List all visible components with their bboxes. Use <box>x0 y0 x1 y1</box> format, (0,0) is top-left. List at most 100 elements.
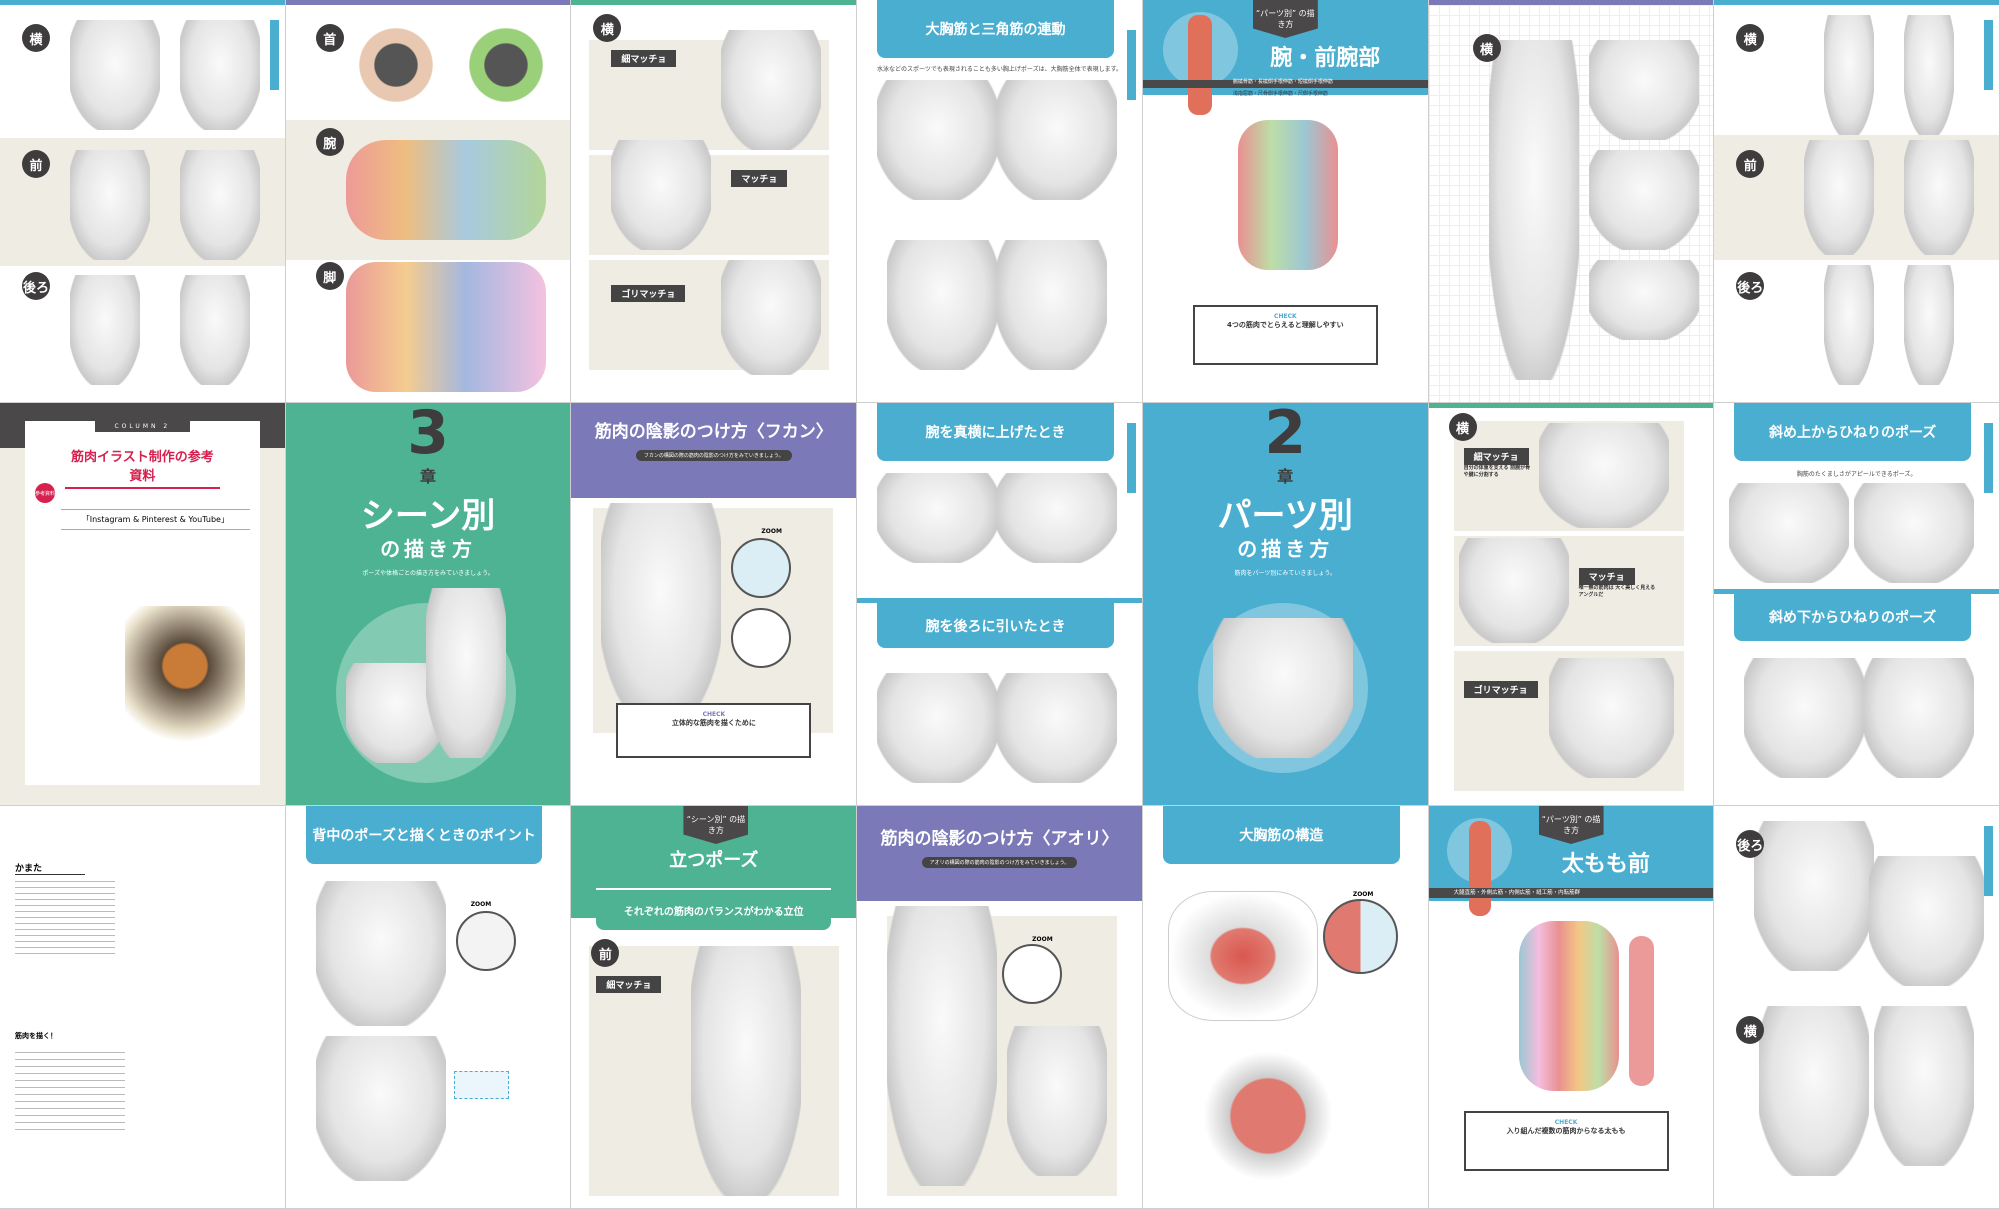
page-sitting-side[interactable]: 横 細マッチョ 自分の体重を支える 前腕が骨や腱に分割する マッチョ 唯一無の筋… <box>1428 403 1715 806</box>
view-badge: 横 <box>1472 34 1501 62</box>
page-standing-side[interactable]: 横 <box>1428 0 1715 403</box>
top-bar <box>1428 0 1714 5</box>
page-title: 筋肉の陰影のつけ方〈アオリ〉 <box>880 829 1119 849</box>
muscle-list: 腕橈骨筋・長橈側手根伸筋・短橈側手根伸筋 <box>1232 79 1333 85</box>
head-illustration <box>355 20 436 110</box>
page-forearm[interactable]: “パーツ別” の描き方 腕・前腕部 腕橈骨筋・長橈側手根伸筋・短橈側手根伸筋 浅… <box>1142 0 1429 403</box>
side-tab <box>1126 423 1136 493</box>
top-bar <box>0 0 285 5</box>
arm-muscle-illustration <box>345 140 546 240</box>
header-band: 筋肉の陰影のつけ方〈フカン〉 フカンの構図の際の筋肉の陰影のつけ方をみていきまし… <box>571 403 857 498</box>
column-title: 筋肉イラスト制作の参考資料 <box>65 446 220 489</box>
anatomy-figure <box>1187 15 1212 115</box>
reference-badge: 参考資料 <box>35 483 55 503</box>
divider-bar <box>1714 589 1999 594</box>
crouching-figure <box>1007 1026 1108 1176</box>
chest-illustration <box>997 240 1108 370</box>
build-label: ゴリマッチョ <box>1463 681 1538 698</box>
view-badge: 横 <box>22 24 50 52</box>
standing-figure <box>887 906 998 1186</box>
page-twist-poses[interactable]: 斜め上からひねりのポーズ 胸筋のたくましさがアピールできるポーズ。 斜め下からひ… <box>1714 403 2000 806</box>
build-label: 細マッチョ <box>596 976 662 993</box>
divider-bar <box>857 598 1142 603</box>
side-torso-illustration <box>1759 1006 1870 1176</box>
zoom-label: ZOOM <box>1352 891 1374 898</box>
page-standing-pose[interactable]: “シーン別” の描き方 立つポーズ それぞれの筋肉のバランスがわかる立位 前 細… <box>571 806 858 1209</box>
torso-illustration <box>1854 483 1975 583</box>
page-arm-views[interactable]: 横 前 後ろ <box>0 0 286 403</box>
forearm-illustration <box>1824 15 1875 135</box>
arm-illustration <box>180 150 260 260</box>
flexing-figure <box>425 588 506 758</box>
lead-text: 胸筋のたくましさがアピールできるポーズ。 <box>1796 471 1917 478</box>
check-box: CHECK 入り組んだ複数の筋肉からなる太もも <box>1463 1111 1669 1171</box>
view-badge: 前 <box>1736 150 1765 178</box>
page-arm-raise[interactable]: 腕を真横に上げたとき 腕を後ろに引いたとき <box>857 403 1143 806</box>
side-tab <box>1984 20 1993 90</box>
part-badge: 腕 <box>315 128 344 156</box>
page-back-poses[interactable]: 背中のポーズと描くときのポイント ZOOM <box>285 806 572 1209</box>
page-column-references[interactable]: COLUMN 2 筋肉イラスト制作の参考資料 参考資料 「Instagram &… <box>0 403 286 806</box>
build-label: マッチョ <box>1578 568 1635 585</box>
check-text: 4つの筋肉でとらえると理解しやすい <box>1227 321 1344 329</box>
page-pec-structure[interactable]: 大胸筋の構造 ZOOM <box>1142 806 1429 1209</box>
page-title: 太もも前 <box>1561 852 1650 877</box>
stripe <box>1142 80 1428 88</box>
page-title: 背中のポーズと描くときのポイント <box>305 806 543 864</box>
chapter-subtitle: の描き方 <box>1237 537 1334 561</box>
page-pec-deltoid[interactable]: 大胸筋と三角筋の連動 水泳などのスポーツでも表現されることも多い胸上げポーズは、… <box>857 0 1143 403</box>
standing-figure <box>1488 40 1579 380</box>
sitting-figure <box>1538 423 1669 528</box>
neck-illustration <box>465 20 546 110</box>
check-text: 入り組んだ複数の筋肉からなる太もも <box>1506 1127 1626 1135</box>
page-forearm-views[interactable]: 横 前 後ろ <box>1714 0 2000 403</box>
top-bar <box>285 0 571 5</box>
page-title: 筋肉の陰影のつけ方〈フカン〉 <box>594 422 833 442</box>
part-badge: 脚 <box>315 262 344 290</box>
page-shading-aori[interactable]: 筋肉の陰影のつけ方〈アオリ〉 アオリの構図の際の筋肉の陰影のつけ方をみていきまし… <box>857 806 1143 1209</box>
page-body-parts-index[interactable]: 首 腕 脚 <box>285 0 572 403</box>
back-illustration <box>877 673 998 783</box>
forearm-illustration <box>1824 265 1875 385</box>
muscle-list: 大腿直筋・外側広筋・内側広筋・縫工筋・内転筋群 <box>1453 890 1581 896</box>
chapter-subtitle: の描き方 <box>380 537 477 561</box>
back-illustration <box>1754 821 1875 971</box>
standing-figure <box>691 946 802 1196</box>
chapter-title: シーン別 <box>360 496 496 536</box>
view-badge: 前 <box>22 150 50 178</box>
section-title: 腕を後ろに引いたとき <box>877 603 1114 648</box>
forearm-illustration <box>1904 265 1955 385</box>
build-label: ゴリマッチョ <box>611 285 686 302</box>
page-back-side-views[interactable]: 後ろ 横 <box>1714 806 2000 1209</box>
book-title: 筋肉を描く！ <box>15 1032 57 1040</box>
author-bio <box>15 876 115 956</box>
chapter-lead: 筋肉をパーツ別にみていきましょう。 <box>1234 570 1336 577</box>
thigh-muscle-illustration <box>1518 921 1619 1091</box>
page-chapter-3[interactable]: 3 章 シーン別 の描き方 ポーズや体格ごとの描き方をみていきましょう。 <box>285 403 572 806</box>
part-badge: 首 <box>315 24 344 52</box>
page-title: 立つポーズ <box>669 850 759 871</box>
side-tab <box>1984 826 1993 896</box>
build-label: 細マッチョ <box>1463 448 1529 465</box>
page-title: 腕・前腕部 <box>1270 46 1381 71</box>
page-shading-fukan[interactable]: 筋肉の陰影のつけ方〈フカン〉 フカンの構図の際の筋肉の陰影のつけ方をみていきまし… <box>571 403 858 806</box>
check-box: CHECK 4つの筋肉でとらえると理解しやすい <box>1192 305 1378 365</box>
sitting-figure <box>611 140 712 250</box>
arm-illustration <box>180 20 260 130</box>
lead-text: 水泳などのスポーツでも表現されることも多い胸上げポーズは、大胸筋全体で表現します… <box>877 66 1122 73</box>
page-colophon[interactable]: かまた 筋肉を描く！ <box>0 806 286 1209</box>
page-sitting-builds[interactable]: 横 細マッチョ マッチョ ゴリマッチョ <box>571 0 858 403</box>
zoom-circle <box>731 538 792 598</box>
zoom-label: ZOOM <box>761 528 782 535</box>
section-title: 斜め下からひねりのポーズ <box>1734 593 1971 641</box>
zoom-label: ZOOM <box>1032 936 1053 943</box>
page-chapter-2[interactable]: 2 章 パーツ別 の描き方 筋肉をパーツ別にみていきましょう。 <box>1142 403 1429 806</box>
check-label: CHECK <box>702 711 726 718</box>
muscle-list: 浅指屈筋・尺骨側手根伸筋・尺側手根伸筋 <box>1232 91 1328 97</box>
chapter-title: パーツ別 <box>1217 496 1353 536</box>
page-front-thigh[interactable]: “パーツ別” の描き方 太もも前 大腿直筋・外側広筋・内側広筋・縫工筋・内転筋群… <box>1428 806 1715 1209</box>
forearm-illustration <box>1804 140 1875 255</box>
back-illustration <box>997 673 1118 783</box>
section-tag: “パーツ別” の描き方 <box>1252 0 1318 38</box>
sitting-figure <box>721 260 822 375</box>
